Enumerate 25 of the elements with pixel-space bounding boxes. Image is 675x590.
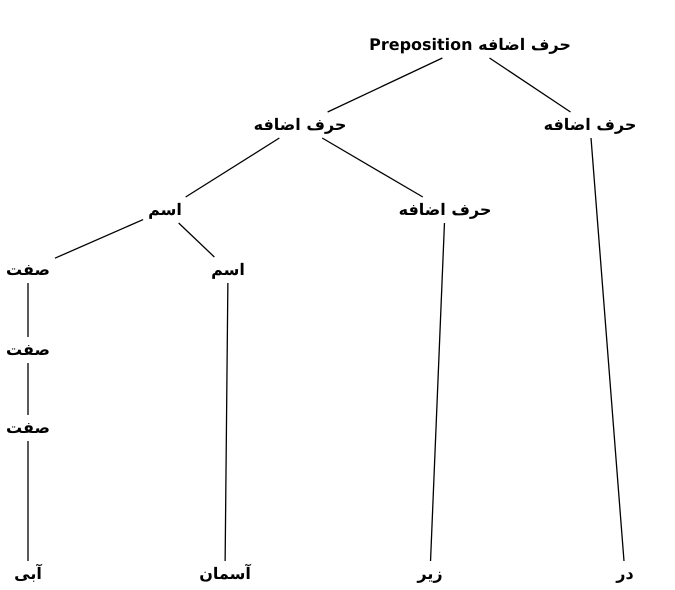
tree-branch xyxy=(322,137,424,198)
tree-branch xyxy=(327,57,443,113)
tree-label: حرف اضافه xyxy=(396,199,494,221)
tree-branch xyxy=(27,363,29,415)
tree-label: آبی xyxy=(11,563,45,585)
tree-label: حرف اضافه Preposition xyxy=(366,34,574,56)
tree-branch xyxy=(178,222,215,258)
tree-label: در xyxy=(613,563,637,585)
tree-label: صفت xyxy=(3,339,53,361)
tree-label: حرف اضافه xyxy=(250,114,350,136)
tree-branch xyxy=(27,283,29,337)
tree-branch xyxy=(185,137,280,198)
tree-label: حرف اضافه xyxy=(540,114,640,136)
tree-branch xyxy=(489,57,571,113)
tree-label: اسم xyxy=(145,199,185,221)
tree-branch xyxy=(54,218,144,259)
tree-label: زیر xyxy=(414,563,446,585)
tree-branch xyxy=(27,441,29,561)
tree-label: اسم xyxy=(208,259,248,281)
tree-branch xyxy=(224,283,229,561)
tree-branch xyxy=(590,138,625,562)
tree-label: صفت xyxy=(3,417,53,439)
tree-label: صفت xyxy=(3,259,53,281)
tree-branch xyxy=(430,222,446,562)
tree-label: آسمان xyxy=(196,563,254,585)
